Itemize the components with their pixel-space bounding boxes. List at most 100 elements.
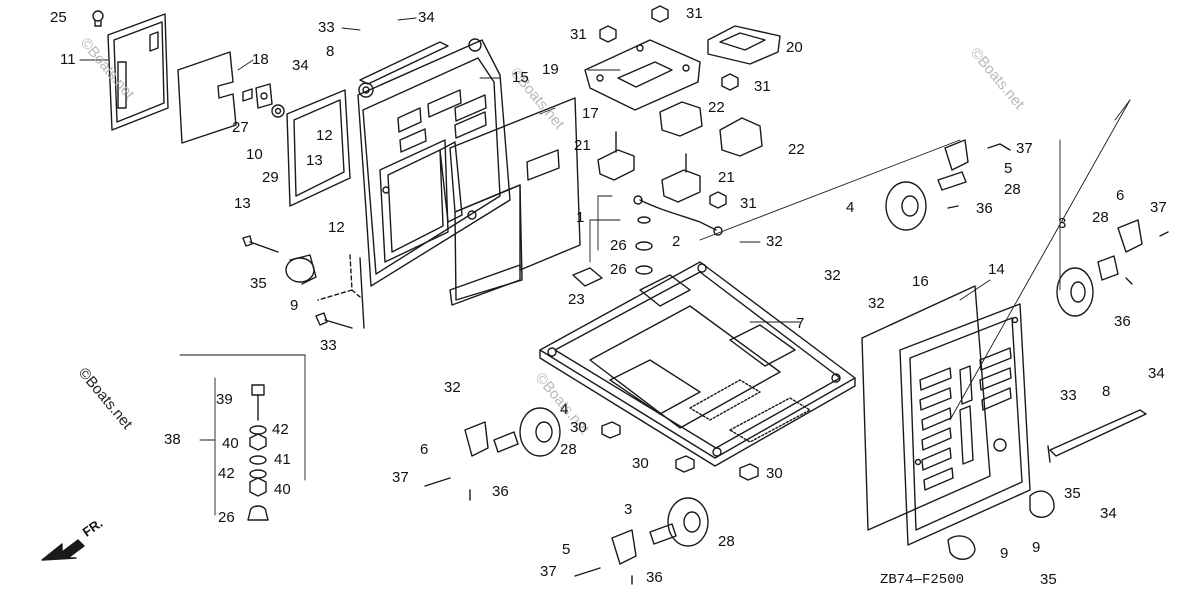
callout-28: 28 <box>1004 181 1021 198</box>
wire-2-illustration <box>639 199 717 231</box>
bolt-35a-illustration <box>242 235 279 253</box>
callout-27: 27 <box>232 119 249 136</box>
strap-8b-illustration <box>1047 409 1147 463</box>
callout-4: 4 <box>846 199 855 216</box>
callout-32: 32 <box>868 295 885 312</box>
front-direction-arrow <box>41 539 85 561</box>
callout-40: 40 <box>274 481 291 498</box>
spacers-28-illustration <box>493 171 1119 545</box>
callout-21: 21 <box>574 137 591 154</box>
callout-38: 38 <box>164 431 181 448</box>
callout-29: 29 <box>262 169 279 186</box>
clip-23-illustration <box>572 267 603 287</box>
callout-2: 2 <box>672 233 681 250</box>
panel-11-illustration <box>107 13 169 131</box>
rubber-foot-9a-illustration <box>285 254 317 285</box>
callout-36: 36 <box>976 200 993 217</box>
callout-16: 16 <box>912 273 929 290</box>
callout-22: 22 <box>788 141 805 158</box>
nuts-30-illustration <box>601 421 759 481</box>
callout-33: 33 <box>320 337 337 354</box>
callout-37: 37 <box>540 563 557 580</box>
callout-32: 32 <box>766 233 783 250</box>
wheels-illustration <box>519 181 1094 547</box>
callout-5: 5 <box>1004 160 1013 177</box>
callout-8: 8 <box>1102 383 1111 400</box>
callout-19: 19 <box>542 61 559 78</box>
callout-33: 33 <box>318 19 335 36</box>
callout-34: 34 <box>1148 365 1165 382</box>
callout-26: 26 <box>218 509 235 526</box>
callout-13: 13 <box>306 152 323 169</box>
rubber-ring-20-illustration <box>707 25 781 65</box>
callout-9: 9 <box>1000 545 1009 562</box>
callout-20: 20 <box>786 39 803 56</box>
callout-9: 9 <box>1032 539 1041 556</box>
callout-23: 23 <box>568 291 585 308</box>
callout-1: 1 <box>576 209 585 226</box>
mounts-22-illustration <box>659 101 763 157</box>
callout-21: 21 <box>718 169 735 186</box>
callout-3: 3 <box>624 501 633 518</box>
callout-36: 36 <box>1114 313 1131 330</box>
mount-kit-38-illustration <box>247 384 269 521</box>
callout-14: 14 <box>988 261 1005 278</box>
callout-36: 36 <box>492 483 509 500</box>
callout-3: 3 <box>1058 215 1067 232</box>
front-cover-17-illustration <box>439 97 581 306</box>
callout-13: 13 <box>234 195 251 212</box>
callout-34: 34 <box>292 57 309 74</box>
callout-22: 22 <box>708 99 725 116</box>
callout-32: 32 <box>444 379 461 396</box>
callout-32: 32 <box>824 267 841 284</box>
callout-28: 28 <box>718 533 735 550</box>
callout-25: 25 <box>50 9 67 26</box>
callout-34: 34 <box>418 9 435 26</box>
callout-11: 11 <box>60 51 76 68</box>
washers-26-illustration <box>635 216 653 275</box>
bracket-19-illustration <box>584 39 701 111</box>
gasket-18-illustration <box>177 51 237 144</box>
callout-42: 42 <box>218 465 235 482</box>
callout-26: 26 <box>610 237 627 254</box>
bolt-33b-illustration <box>315 312 353 329</box>
front-panel-15-illustration <box>357 38 511 287</box>
callout-6: 6 <box>420 441 429 458</box>
callout-36: 36 <box>646 569 663 586</box>
callout-37: 37 <box>1016 140 1033 157</box>
callout-15: 15 <box>512 69 529 86</box>
callout-30: 30 <box>570 419 587 436</box>
callout-34: 34 <box>1100 505 1117 522</box>
callout-39: 39 <box>216 391 233 408</box>
callout-4: 4 <box>560 401 569 418</box>
callout-5: 5 <box>562 541 571 558</box>
callout-35: 35 <box>1064 485 1081 502</box>
nuts-31-illustration <box>599 5 739 209</box>
callout-28: 28 <box>560 441 577 458</box>
brackets-5-6-illustration <box>464 139 1143 565</box>
callout-35: 35 <box>1040 571 1057 588</box>
callout-40: 40 <box>222 435 239 452</box>
callout-31: 31 <box>570 26 587 43</box>
callout-30: 30 <box>632 455 649 472</box>
callout-42: 42 <box>272 421 289 438</box>
callout-28: 28 <box>1092 209 1109 226</box>
callout-31: 31 <box>686 5 703 22</box>
bolts-37-36-illustration <box>424 143 1169 585</box>
rubber-feet-9-illustration <box>947 490 1055 560</box>
callout-8: 8 <box>326 43 335 60</box>
callout-30: 30 <box>766 465 783 482</box>
callout-7: 7 <box>796 315 805 332</box>
base-frame-7-illustration <box>539 261 856 467</box>
callout-37: 37 <box>392 469 409 486</box>
diagram-code: ZB74—F2500 <box>880 572 965 588</box>
callout-41: 41 <box>274 451 291 468</box>
callout-33: 33 <box>1060 387 1077 404</box>
fasteners-27-10-29-illustration <box>242 83 285 118</box>
callout-35: 35 <box>250 275 267 292</box>
callout-37: 37 <box>1150 199 1167 216</box>
callout-26: 26 <box>610 261 627 278</box>
side-panel-14-illustration <box>899 303 1031 546</box>
